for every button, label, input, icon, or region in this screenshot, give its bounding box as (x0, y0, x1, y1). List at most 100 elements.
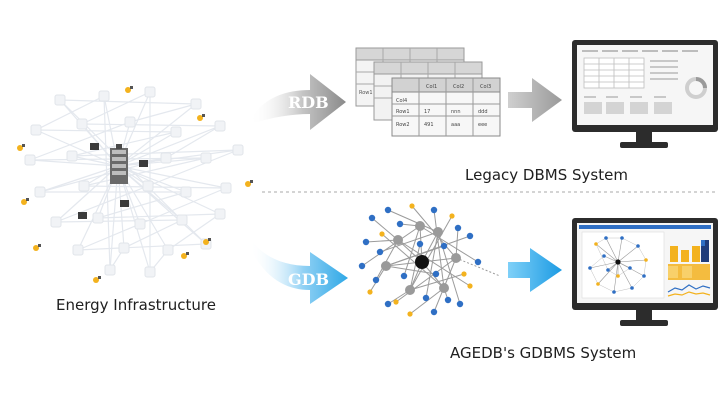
bulb-icon (21, 198, 29, 205)
network-node (78, 180, 90, 192)
graph-node (461, 271, 467, 277)
mini-graph-node (630, 286, 634, 290)
graph-node (400, 272, 408, 280)
graph-node (396, 220, 404, 228)
device-icon (90, 143, 99, 150)
legacy-screen-content (582, 50, 707, 114)
agedb-monitor (572, 218, 718, 326)
graph-node (449, 213, 455, 219)
rdb-arrow: RDB (250, 74, 346, 130)
mini-graph-node (616, 274, 620, 278)
graph-node (384, 300, 392, 308)
graph-node (451, 253, 461, 263)
network-node (144, 86, 156, 98)
network-node (104, 264, 116, 276)
graph-node (430, 206, 438, 214)
network-node (142, 180, 154, 192)
relational-tables: Row1 Col1 Col2 Col3 Col4 Row1 17 (355, 47, 501, 137)
bulb-icon (93, 276, 101, 283)
graph-node (454, 224, 462, 232)
building-icon (110, 144, 128, 184)
graph-node (407, 311, 413, 317)
legacy-dbms-label: Legacy DBMS System (465, 166, 628, 184)
graph-node (368, 214, 376, 222)
network-node (24, 154, 36, 166)
graph-node (376, 248, 384, 256)
bulb-icon (203, 238, 211, 245)
table-cell: Row2 (396, 122, 410, 128)
arrow-to-agedb-monitor (508, 248, 562, 292)
graph-node (466, 232, 474, 240)
network-node (118, 242, 130, 254)
mini-graph-node (620, 236, 624, 240)
device-icon (139, 160, 148, 167)
table-header-cell: Col4 (396, 98, 407, 104)
graph-node (367, 289, 373, 295)
mini-graph-node (588, 266, 592, 270)
mini-graph-node (636, 244, 640, 248)
graph-node (393, 299, 399, 305)
table-cell: Row1 (396, 109, 410, 115)
device-icon (78, 212, 87, 219)
network-node (180, 186, 192, 198)
network-node (30, 124, 42, 136)
network-node (162, 244, 174, 256)
mini-graph-node (628, 266, 632, 270)
mini-graph-node (602, 254, 606, 258)
table-header-cell: Col1 (426, 84, 437, 90)
graph-node (444, 296, 452, 304)
table-cell: eee (478, 122, 487, 128)
table-cell: nnn (451, 109, 461, 115)
mini-graph-node (642, 274, 646, 278)
graph-node (474, 258, 482, 266)
table-back-row-label: Row1 (359, 90, 373, 96)
network-node (160, 152, 172, 164)
graph-node (432, 270, 440, 278)
bulb-icon (197, 114, 205, 121)
graph-node (358, 262, 366, 270)
bulb-icon (245, 180, 253, 187)
network-node (98, 90, 110, 102)
graph-node (379, 231, 385, 237)
graph-node (372, 276, 380, 284)
graph-node (415, 221, 425, 231)
table-cell: 491 (424, 122, 434, 128)
graph-node (362, 238, 370, 246)
graph-node (393, 235, 403, 245)
graph-cluster (358, 203, 501, 317)
network-node (34, 186, 46, 198)
graph-node (439, 283, 449, 293)
graph-node (422, 294, 430, 302)
network-node (124, 116, 136, 128)
network-node (232, 144, 244, 156)
table-header-cell: Col2 (453, 84, 464, 90)
agedb-screen-content (579, 225, 711, 299)
network-node (76, 118, 88, 130)
energy-network (17, 86, 253, 283)
graph-node (456, 300, 464, 308)
bulb-icon (17, 144, 25, 151)
mini-graph-node (596, 282, 600, 286)
network-node (72, 244, 84, 256)
network-node (54, 94, 66, 106)
network-node (176, 214, 188, 226)
bulb-icon (125, 86, 133, 93)
bulb-icon (181, 252, 189, 259)
graph-node (467, 283, 473, 289)
table-header-cell: Col3 (480, 84, 491, 90)
arrow-to-legacy-monitor (508, 78, 562, 122)
bulb-icon (33, 244, 41, 251)
graph-node (440, 242, 448, 250)
graph-node (384, 206, 392, 214)
graph-node (416, 240, 424, 248)
graph-hub-node (415, 255, 429, 269)
mini-graph-node (644, 258, 648, 262)
table-cell: 17 (424, 109, 430, 115)
mini-graph-node (594, 242, 598, 246)
energy-infrastructure-label: Energy Infrastructure (56, 296, 216, 314)
network-node (200, 152, 212, 164)
network-node (214, 208, 226, 220)
device-icon (120, 200, 129, 207)
mini-graph-node (612, 290, 616, 294)
